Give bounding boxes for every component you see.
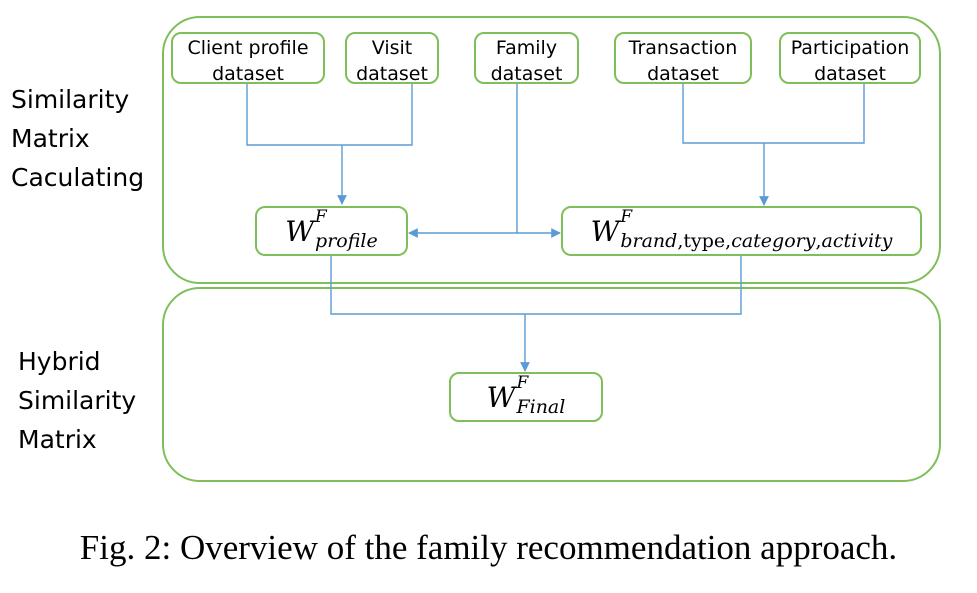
matrix-superscript: F [516, 373, 529, 393]
w-profile-box: W F profile [255, 206, 408, 256]
w-brand-box: W F brand,type,category,activity [561, 206, 922, 256]
box-line: Visit [371, 37, 413, 59]
box-line: Client profile [187, 37, 309, 59]
transaction-dataset-box: Transaction dataset [614, 32, 752, 85]
matrix-superscript: F [620, 207, 633, 227]
similarity-matrix-container [162, 16, 941, 284]
subscript-part: brand [620, 230, 678, 252]
matrix-subscript: brand,type,category,activity [620, 232, 892, 251]
w-final-box: W F Final [449, 372, 603, 422]
matrix-symbol: W [486, 380, 516, 414]
box-line: dataset [356, 63, 428, 85]
box-line: Participation [790, 37, 910, 59]
matrix-symbol: W [590, 214, 620, 248]
subscript-part: ,type, [677, 230, 732, 252]
box-line: Family [495, 37, 558, 59]
box-line: dataset [647, 63, 719, 85]
label-line: Caculating [11, 163, 145, 192]
matrix-subscript: profile [315, 230, 378, 252]
label-line: Hybrid [18, 347, 101, 376]
family-dataset-box: Family dataset [474, 32, 579, 85]
label-line: Similarity [11, 85, 130, 114]
connector-client-visit [246, 84, 413, 146]
label-line: Similarity [18, 386, 137, 415]
hybrid-section-label: Hybrid Similarity Matrix [18, 342, 136, 459]
matrix-superscript: F [315, 207, 327, 227]
connector-transaction-participation [682, 84, 865, 144]
label-line: Matrix [18, 425, 97, 454]
similarity-section-label: Similarity Matrix Caculating [11, 80, 144, 197]
subscript-part: category [731, 230, 816, 252]
visit-dataset-box: Visit dataset [345, 32, 439, 85]
matrix-subscript: Final [516, 396, 566, 418]
matrix-symbol: W [285, 214, 315, 248]
hybrid-similarity-container [162, 287, 941, 482]
participation-dataset-box: Participation dataset [779, 32, 921, 85]
connector-to-final [330, 256, 742, 315]
figure-caption: Fig. 2: Overview of the family recommend… [79, 528, 898, 567]
box-line: dataset [814, 63, 886, 85]
client-profile-dataset-box: Client profile dataset [171, 32, 325, 85]
subscript-part: activity [821, 230, 893, 252]
subscript-part: , [815, 230, 822, 252]
box-line: Transaction [628, 37, 738, 59]
box-line: dataset [490, 63, 563, 85]
box-line: dataset [212, 63, 284, 85]
label-line: Matrix [11, 124, 90, 153]
